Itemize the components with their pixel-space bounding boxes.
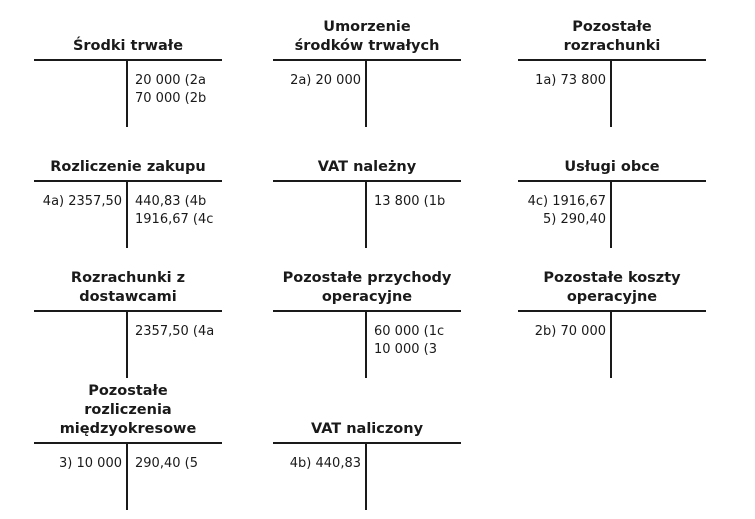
credit-side: 440,83 (4b 1916,67 (4c [135, 193, 222, 229]
t-account-divider [610, 180, 612, 248]
t-account-divider [365, 442, 367, 510]
t-account-top-line [273, 310, 461, 312]
credit-entry: 60 000 (1c [374, 324, 445, 339]
account-title: Rozliczenie zakupu [50, 159, 206, 175]
t-account-divider [365, 310, 367, 378]
account-title: Usługi obce [564, 159, 660, 175]
t-account-divider [126, 442, 128, 510]
debit-entry: 4c) 1916,67 [527, 194, 606, 209]
account-title: Pozostałe rozrachunki [563, 19, 661, 54]
debit-side: 4c) 1916,67 5) 290,40 [518, 193, 606, 229]
account-title: Umorzenie środków trwałych [294, 19, 440, 54]
credit-side: 20 000 (2a 70 000 (2b [135, 72, 222, 108]
credit-side: 13 800 (1b [374, 193, 461, 211]
credit-entry: 13 800 (1b [374, 194, 446, 209]
account-title: Pozostałe przychody operacyjne [282, 270, 452, 305]
t-account-top-line [518, 59, 706, 61]
account-title: Środki trwałe [72, 38, 184, 54]
credit-entry: 2357,50 (4a [135, 324, 215, 339]
account-title: VAT naliczony [310, 421, 424, 437]
credit-side: 290,40 (5 [135, 455, 222, 473]
account-title: Pozostałe koszty operacyjne [543, 270, 681, 305]
debit-entry: 2a) 20 000 [290, 73, 361, 88]
debit-side: 2b) 70 000 [518, 323, 606, 341]
debit-entry: 3) 10 000 [59, 456, 122, 471]
t-account-top-line [34, 59, 222, 61]
t-account-divider [610, 310, 612, 378]
t-account-top-line [518, 310, 706, 312]
t-account-top-line [34, 180, 222, 182]
debit-entry: 2b) 70 000 [534, 324, 606, 339]
debit-side: 4a) 2357,50 [34, 193, 122, 211]
debit-side: 1a) 73 800 [518, 72, 606, 90]
credit-side: 60 000 (1c 10 000 (3 [374, 323, 461, 359]
credit-entry: 440,83 (4b [135, 194, 207, 209]
t-account-divider [126, 180, 128, 248]
debit-entry: 5) 290,40 [543, 212, 606, 227]
t-account-top-line [34, 442, 222, 444]
debit-side: 3) 10 000 [34, 455, 122, 473]
account-title: Rozrachunki z dostawcami [70, 270, 186, 305]
t-account-divider [365, 180, 367, 248]
t-account-top-line [273, 59, 461, 61]
credit-entry: 70 000 (2b [135, 91, 207, 106]
debit-entry: 1a) 73 800 [535, 73, 606, 88]
debit-entry: 4b) 440,83 [289, 456, 361, 471]
t-account-divider [365, 59, 367, 127]
t-account-top-line [518, 180, 706, 182]
account-title: Pozostałe rozliczenia międzyokresowe [59, 383, 197, 437]
t-account-divider [126, 59, 128, 127]
debit-entry: 4a) 2357,50 [42, 194, 122, 209]
credit-entry: 10 000 (3 [374, 342, 437, 357]
t-account-top-line [34, 310, 222, 312]
t-account-divider [610, 59, 612, 127]
t-account-divider [126, 310, 128, 378]
debit-side: 2a) 20 000 [273, 72, 361, 90]
account-title: VAT należny [317, 159, 417, 175]
credit-entry: 290,40 (5 [135, 456, 198, 471]
credit-entry: 1916,67 (4c [135, 212, 214, 227]
credit-side: 2357,50 (4a [135, 323, 222, 341]
debit-side: 4b) 440,83 [273, 455, 361, 473]
t-account-top-line [273, 442, 461, 444]
credit-entry: 20 000 (2a [135, 73, 206, 88]
t-account-top-line [273, 180, 461, 182]
